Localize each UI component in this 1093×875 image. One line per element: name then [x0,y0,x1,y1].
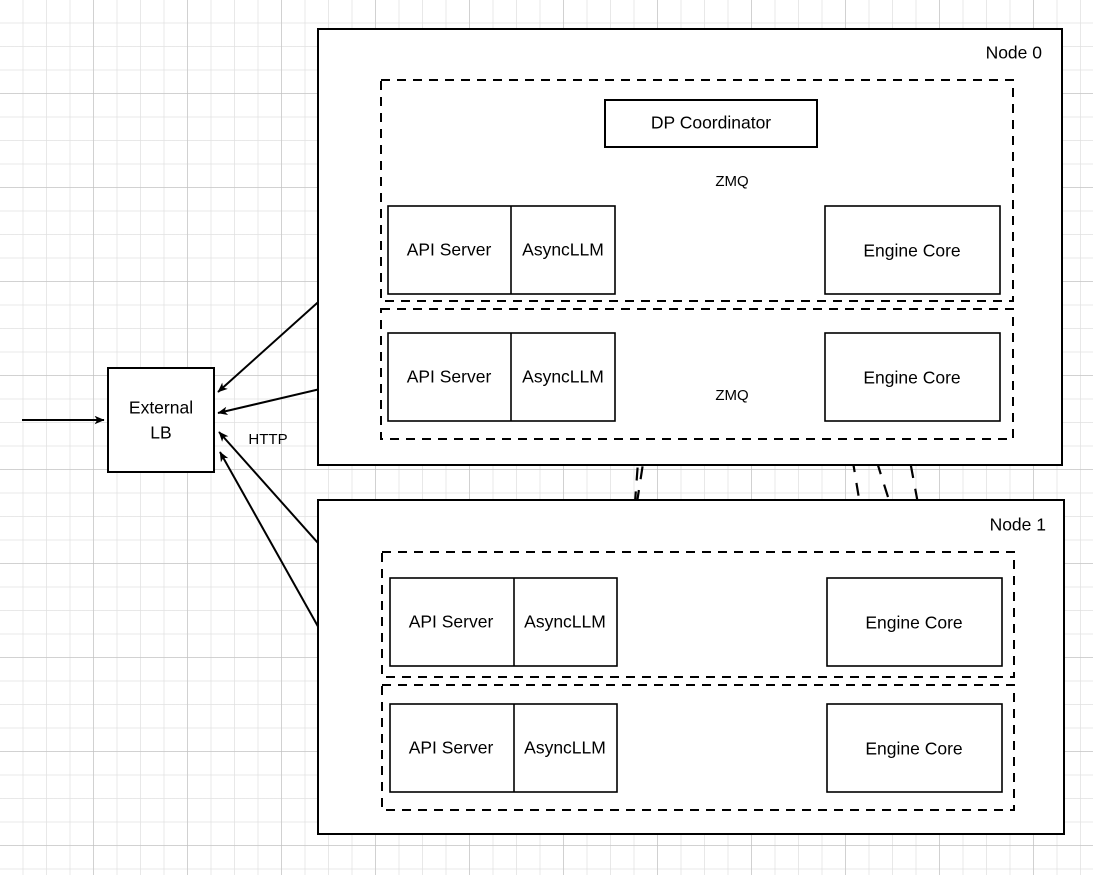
node0-rank0-asyncllm-label: AsyncLLM [522,240,604,260]
node1-rank0-api-server-label: API Server [409,612,494,632]
node0-title: Node 0 [986,43,1043,63]
node0-rank1-engine-core[interactable]: Engine Core [824,332,1001,422]
node1-title: Node 1 [990,515,1046,535]
dp-coordinator-label: DP Coordinator [651,113,771,133]
node0-rank0-engine-core-label: Engine Core [863,241,960,261]
node0-rank1-engine-core-label: Engine Core [863,368,960,388]
external-lb-label-line1: External [129,398,193,418]
node1-rank0-api-server-box[interactable]: API Server AsyncLLM [389,577,618,667]
node0-rank1-asyncllm-label: AsyncLLM [522,367,604,387]
node1-rank1-api-server-box[interactable]: API Server AsyncLLM [389,703,618,793]
node1-rank0-asyncllm-label: AsyncLLM [524,612,606,632]
node1-rank0-engine-core-label: Engine Core [865,613,962,633]
zmq-label-top: ZMQ [715,173,748,190]
external-lb[interactable]: External LB [107,367,215,473]
node0-rank1-group: API Server AsyncLLM Engine Core [380,308,1014,440]
node0-rank0-api-server-label: API Server [407,240,492,260]
node0-rank0-api-server-box[interactable]: API Server AsyncLLM [387,205,616,295]
node1-rank1-engine-core[interactable]: Engine Core [826,703,1003,793]
node1-rank1-group: API Server AsyncLLM Engine Core [381,684,1015,811]
node1-rank0-group: API Server AsyncLLM Engine Core [381,551,1015,678]
http-edge-label: HTTP [248,431,287,448]
external-lb-label-line2: LB [150,423,171,443]
node0-rank0-group: API Server AsyncLLM Engine Core [380,79,1014,302]
node1-rank1-api-server-label: API Server [409,738,494,758]
node0-rank0-engine-core[interactable]: Engine Core [824,205,1001,295]
node1-rank1-asyncllm-label: AsyncLLM [524,738,606,758]
node0-rank1-api-server-box[interactable]: API Server AsyncLLM [387,332,616,422]
zmq-label-bottom: ZMQ [715,387,748,404]
dp-coordinator[interactable]: DP Coordinator [604,99,818,148]
node1-rank1-engine-core-label: Engine Core [865,739,962,759]
node0-rank1-api-server-label: API Server [407,367,492,387]
node1-rank0-engine-core[interactable]: Engine Core [826,577,1003,667]
